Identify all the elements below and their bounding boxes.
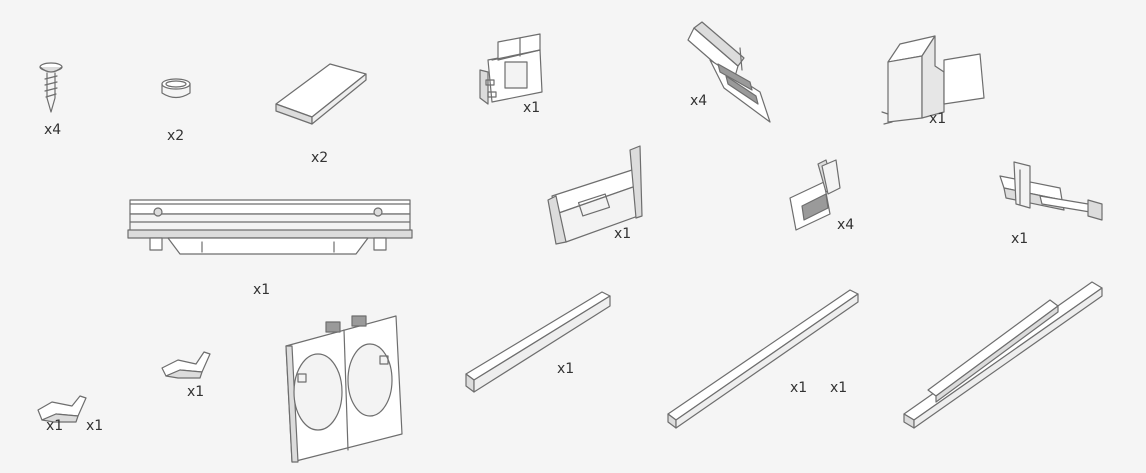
qty-label-corner-bracket: x1 <box>929 111 947 127</box>
bent-clip-small-icon <box>162 352 210 378</box>
qty-label-bent-clip-small: x1 <box>187 384 205 400</box>
qty-label-long-strip: x1 <box>790 380 808 396</box>
qty-label-angled-clip: x4 <box>690 93 708 109</box>
washer-ring-icon <box>162 79 190 98</box>
long-strip-icon <box>668 290 858 428</box>
pad-icon <box>276 64 366 124</box>
small-clip-icon <box>790 160 840 230</box>
qty-label-short-strip: x1 <box>557 361 575 377</box>
short-strip-icon <box>466 292 610 392</box>
qty-label-bent-clip: x1 <box>46 418 64 434</box>
latch-arm-icon <box>1000 162 1102 220</box>
corner-bracket-icon <box>882 36 984 124</box>
double-plate-icon <box>286 316 402 462</box>
qty-label-bent-clip-2: x1 <box>86 418 104 434</box>
angled-clip-icon <box>688 22 770 122</box>
qty-label-long-strip-2: x1 <box>830 380 848 396</box>
qty-label-end-cap: x1 <box>614 226 632 242</box>
qty-label-washer-ring: x2 <box>167 128 185 144</box>
qty-label-screw: x4 <box>44 122 62 138</box>
qty-label-slider-bracket: x1 <box>523 100 541 116</box>
screw-icon <box>40 63 62 112</box>
end-cap-icon <box>548 146 642 244</box>
qty-label-small-clip: x4 <box>837 217 855 233</box>
bent-clip-icon <box>38 396 86 422</box>
long-rail-icon <box>128 200 412 254</box>
qty-label-long-rail: x1 <box>253 282 271 298</box>
slider-bracket-icon <box>480 34 542 104</box>
qty-label-latch-arm: x1 <box>1011 231 1029 247</box>
double-strip-icon <box>904 282 1102 428</box>
qty-label-pad: x2 <box>311 150 329 166</box>
